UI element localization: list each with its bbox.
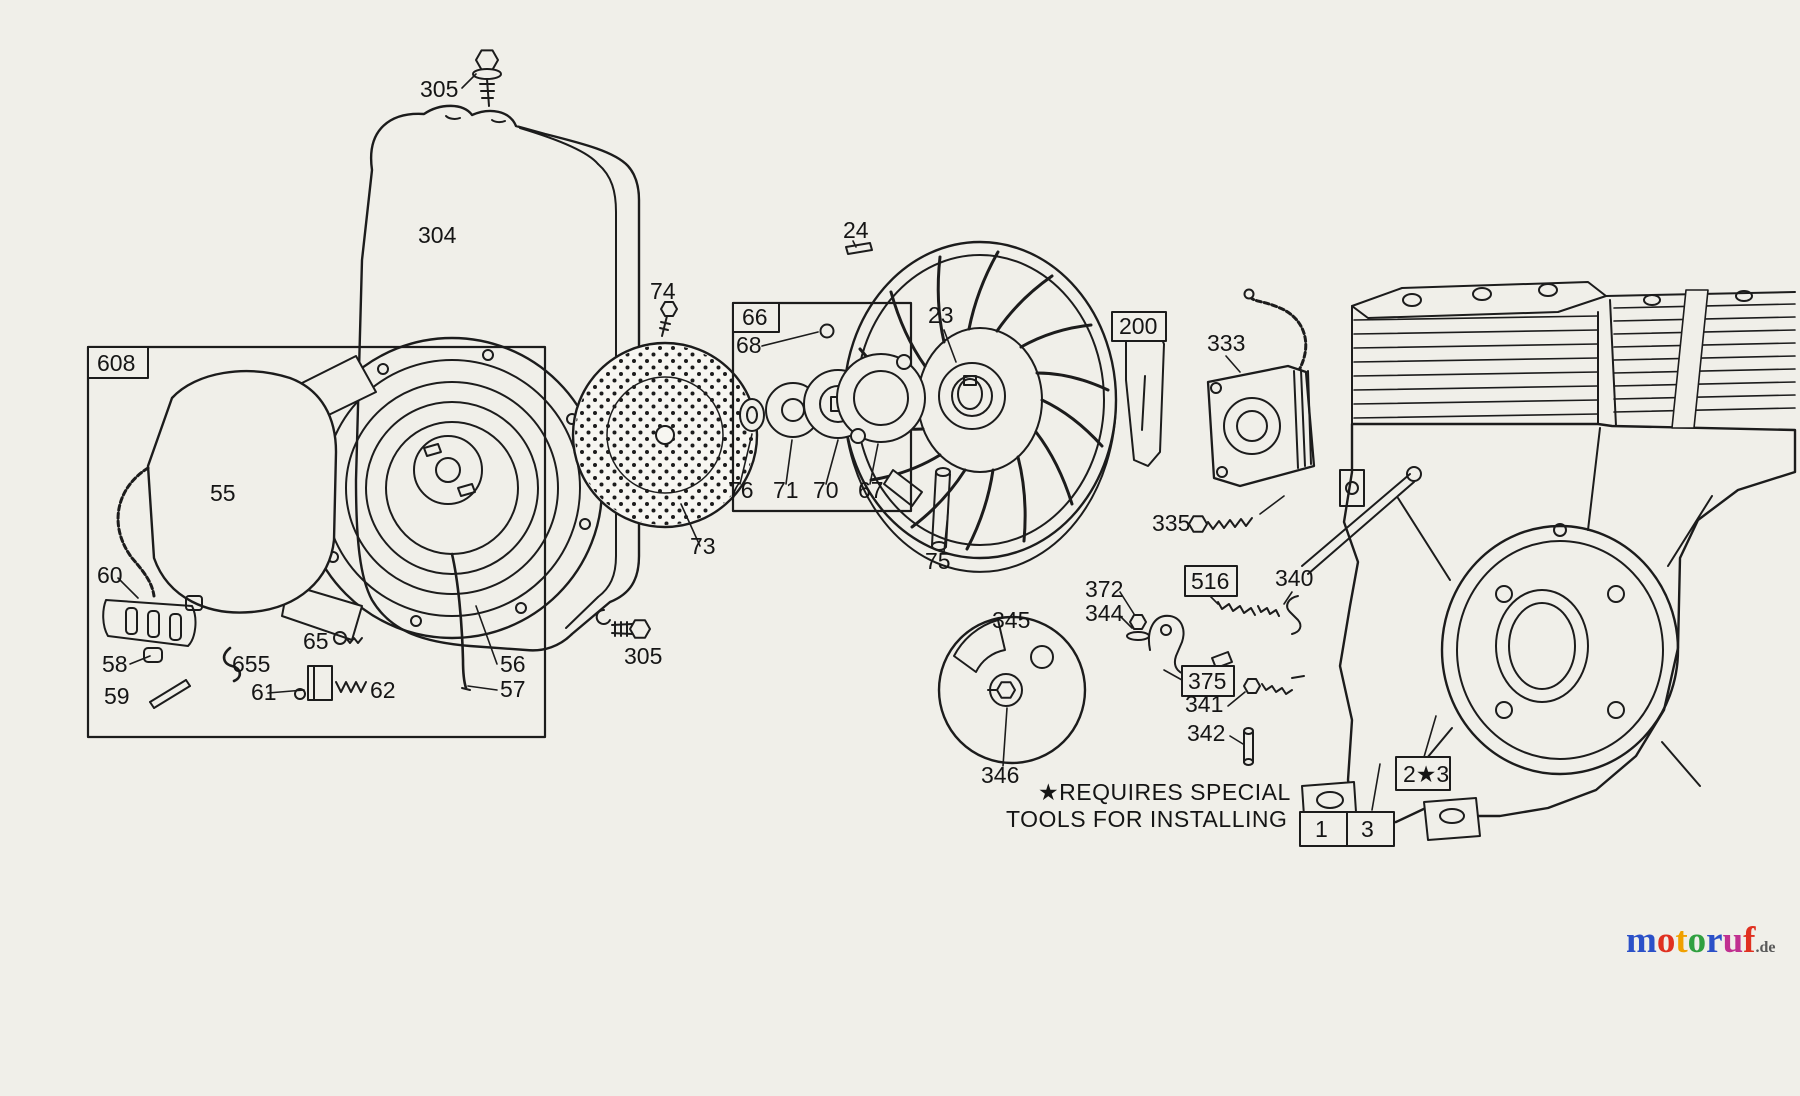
counterweight-345 <box>937 615 1087 765</box>
part-label-24: 24 <box>843 217 869 243</box>
flywheel-screen-73 <box>571 341 759 529</box>
brand-letter-6: u <box>1723 920 1744 961</box>
part-label-66: 66 <box>742 304 768 330</box>
part-label-55: 55 <box>210 480 236 506</box>
part-label-59: 59 <box>104 683 130 709</box>
label-box-200 <box>1111 311 1167 342</box>
label-box-375 <box>1181 665 1235 697</box>
part-labels: 305 304 74 608 55 60 58 59 655 61 62 65 … <box>97 76 1449 842</box>
part-label-342: 342 <box>1187 720 1225 746</box>
link-340 <box>1257 595 1302 635</box>
part-label-2-3: 2★3 <box>1403 761 1449 787</box>
bolt-305-side <box>595 608 651 639</box>
starter-handle-60 <box>102 595 203 647</box>
label-box-2-3 <box>1395 756 1451 791</box>
part-label-345: 345 <box>992 607 1030 633</box>
part-label-56: 56 <box>500 651 526 677</box>
label-box-516 <box>1184 565 1238 597</box>
pin-342 <box>1243 727 1254 766</box>
part-label-346: 346 <box>981 762 1019 788</box>
part-label-60: 60 <box>97 562 123 588</box>
part-label-58: 58 <box>102 651 128 677</box>
brand-letter-3: t <box>1675 920 1688 961</box>
starter-rope <box>116 466 156 598</box>
leader-lines <box>117 73 1437 811</box>
part-label-68: 68 <box>736 332 762 358</box>
brake-bracket-344 <box>1148 614 1233 676</box>
part-label-62: 62 <box>370 677 396 703</box>
part-label-57: 57 <box>500 676 526 702</box>
part-label-70: 70 <box>813 477 839 503</box>
ref-boxes <box>86 302 1451 847</box>
ball-68 <box>819 323 835 339</box>
part-label-1: 1 <box>1315 816 1328 842</box>
blower-housing-304 <box>354 104 641 652</box>
brand-letter-5: r <box>1706 920 1722 961</box>
label-box-608 <box>87 346 149 379</box>
label-box-66 <box>732 302 780 333</box>
bushing-76 <box>739 398 765 432</box>
part-label-74: 74 <box>650 278 676 304</box>
diagram-artwork <box>86 49 1797 847</box>
bolt-341 <box>1243 675 1305 695</box>
part-label-375: 375 <box>1188 668 1226 694</box>
note-line-2: TOOLS FOR INSTALLING <box>1006 806 1287 832</box>
cylinder-block <box>1301 281 1797 847</box>
part-label-335: 335 <box>1152 510 1190 536</box>
note-text: ★REQUIRES SPECIAL TOOLS FOR INSTALLING <box>1006 779 1291 832</box>
part-label-61: 61 <box>251 679 277 705</box>
part-label-73: 73 <box>690 533 716 559</box>
flywheel-fins <box>851 250 1110 551</box>
spring-516 <box>1217 601 1256 616</box>
part-label-67: 67 <box>858 477 884 503</box>
brand-tld: .de <box>1756 939 1776 956</box>
clutch-housing-67 <box>836 353 926 444</box>
brand-letter-4: o <box>1688 920 1707 961</box>
part-label-23: 23 <box>928 302 954 328</box>
part-label-75: 75 <box>925 548 951 574</box>
watermark-brand: motoruf.de <box>1626 920 1776 961</box>
spring-62 <box>335 681 367 693</box>
brake-group <box>1126 595 1305 766</box>
part-label-304: 304 <box>418 222 457 248</box>
note-line-1: ★REQUIRES SPECIAL <box>1038 779 1291 805</box>
clip-655 <box>222 646 242 683</box>
brand-letter-1: m <box>1626 920 1657 961</box>
screw-335 <box>1188 515 1253 533</box>
key-24 <box>845 242 873 255</box>
part-label-516: 516 <box>1191 568 1229 594</box>
part-label-76: 76 <box>728 477 754 503</box>
spacer-75 <box>931 467 951 551</box>
brake-bolt-372 <box>1126 614 1150 641</box>
baffle-200 <box>1125 329 1165 467</box>
part-label-340: 340 <box>1275 565 1313 591</box>
part-label-71: 71 <box>773 477 799 503</box>
part-label-65: 65 <box>303 628 329 654</box>
screw-65 <box>333 631 363 645</box>
part-label-372: 372 <box>1085 576 1123 602</box>
brand-letter-2: o <box>1657 920 1676 961</box>
screw-74 <box>659 301 678 337</box>
rope-ferrule-58 <box>143 647 163 663</box>
part-label-3: 3 <box>1361 816 1374 842</box>
part-label-344: 344 <box>1085 600 1124 626</box>
plate-61 <box>294 665 333 701</box>
part-label-341: 341 <box>1185 691 1223 717</box>
recoil-cover-55 <box>146 369 338 614</box>
head-fin-lines <box>1353 315 1599 419</box>
ignition-coil-333 <box>1206 288 1316 488</box>
clutch-box-66 <box>731 301 926 513</box>
part-label-200: 200 <box>1119 313 1157 339</box>
part-label-305-top: 305 <box>420 76 458 102</box>
part-label-655: 655 <box>232 651 270 677</box>
screw-305-top <box>472 49 502 107</box>
brand-letter-7: f <box>1743 920 1756 961</box>
part-label-305-side: 305 <box>624 643 662 669</box>
part-label-608: 608 <box>97 350 135 376</box>
pin-59 <box>149 679 191 709</box>
part-label-333: 333 <box>1207 330 1245 356</box>
starter-assembly-box-608 <box>86 345 547 739</box>
